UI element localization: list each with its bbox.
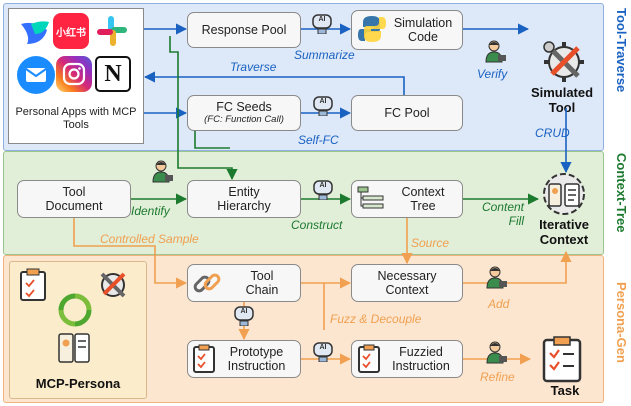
edge-response-entity <box>169 36 238 181</box>
ai-robot-label: AI <box>318 16 326 23</box>
tool-chain-label: Tool Chain <box>245 268 279 297</box>
ai-robot-icon: AI <box>313 340 333 363</box>
prototype-instruction-label: Prototype Instruction <box>227 344 286 373</box>
ai-robot-label: AI <box>240 308 248 315</box>
ai-robot-icon: AI <box>313 94 333 117</box>
human-annotator-icon <box>486 266 508 290</box>
python-icon <box>357 14 387 44</box>
human-annotator-icon <box>485 40 507 64</box>
edge-tooldoc-toolchain <box>73 218 188 289</box>
task-label: Task <box>550 383 580 398</box>
edge-label-add: Add <box>488 297 510 311</box>
human-annotator-icon <box>152 160 174 184</box>
response-pool-node: Response Pool <box>187 12 301 48</box>
edge-label-content-fill: Content Fill <box>481 200 524 229</box>
edge-label-verify: Verify <box>477 67 508 81</box>
ai-robot-icon: AI <box>234 304 254 327</box>
ai-robot-label: AI <box>319 98 327 105</box>
fuzzied-clipboard-icon <box>357 344 381 374</box>
edge-label-refine: Refine <box>480 370 515 384</box>
edge-label-self-fc: Self-FC <box>298 133 339 147</box>
instagram-icon <box>56 56 92 92</box>
ai-robot-icon: AI <box>312 12 332 35</box>
ai-robot-label: AI <box>319 344 327 351</box>
edge-fcseeds-entity <box>194 131 230 149</box>
edge-label-traverse: Traverse <box>230 60 277 74</box>
edge-necessary-iterative <box>463 250 572 284</box>
slack-icon <box>94 13 130 49</box>
lark-icon <box>17 14 53 50</box>
fc-seeds-node: FC Seeds (FC: Function Call) <box>187 95 301 131</box>
simulated-tool-label: Simulated Tool <box>530 85 594 115</box>
mail-icon <box>17 56 55 94</box>
edge-label-construct: Construct <box>291 218 343 232</box>
iterative-context-icon <box>539 170 589 218</box>
edge-label-controlled-sample: Controlled Sample <box>100 232 199 246</box>
mcp-persona-label: MCP-Persona <box>35 376 121 391</box>
persona-cycle-icon <box>57 292 93 328</box>
human-annotator-icon <box>486 341 508 365</box>
task-clipboard-icon <box>540 335 584 383</box>
edge-label-source: Source <box>411 236 450 250</box>
edge-traverse <box>143 71 405 95</box>
simulation-code-label: Simulation Code <box>393 15 453 44</box>
xiaohongshu-text: 小红书 <box>56 27 86 39</box>
edge-label-summarize: Summarize <box>294 48 355 62</box>
fc-pool-node: FC Pool <box>351 95 463 131</box>
persona-tool-icon <box>96 268 130 302</box>
fc-seeds-label: FC Seeds <box>216 100 272 115</box>
ai-robot-icon: AI <box>313 178 333 201</box>
fc-seeds-note: (FC: Function Call) <box>204 113 284 125</box>
tool-document-node: Tool Document <box>17 180 131 218</box>
fuzzied-instruction-label: Fuzzied Instruction <box>392 344 450 373</box>
iterative-context-label: Iterative Context <box>539 217 589 247</box>
necessary-context-node: Necessary Context <box>351 264 463 302</box>
apps-caption: Personal Apps with MCP Tools <box>15 106 137 132</box>
entity-hierarchy-node: Entity Hierarchy <box>187 180 301 218</box>
persona-clipboard-icon <box>18 268 48 302</box>
simulated-tool-icon <box>540 38 588 86</box>
xiaohongshu-icon: 小红书 <box>53 13 89 49</box>
context-tree-label: Context Tree <box>401 184 445 213</box>
notion-icon: N <box>95 56 131 92</box>
ai-robot-label: AI <box>319 182 327 189</box>
context-tree-icon <box>357 186 385 212</box>
prototype-clipboard-icon <box>192 344 216 374</box>
edge-label-identify: Identify <box>131 204 170 218</box>
edge-label-fuzz-decouple: Fuzz & Decouple <box>330 312 422 326</box>
edge-label-crud: CRUD <box>535 126 570 140</box>
chain-link-icon <box>192 268 222 298</box>
persona-profile-icon <box>57 330 91 366</box>
